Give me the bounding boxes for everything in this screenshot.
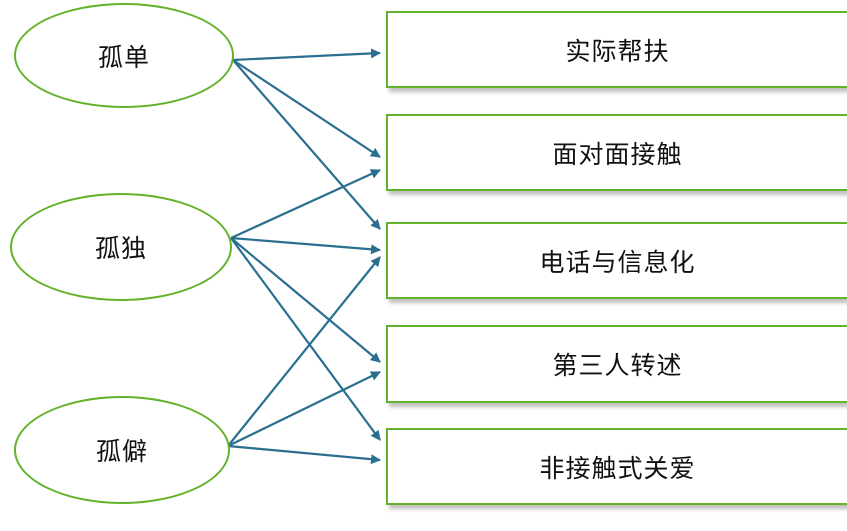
node-gudan-label: 孤单 (97, 42, 150, 72)
node-noncontact: 非接触式关爱 (386, 428, 847, 505)
arrow-gupi-to-third (227, 371, 381, 447)
arrow-gudu-to-third (230, 237, 381, 363)
node-gudu: 孤独 (10, 193, 232, 301)
node-help-label: 实际帮扶 (565, 36, 670, 66)
node-phone-label: 电话与信息化 (539, 247, 696, 277)
node-gudan: 孤单 (14, 3, 234, 108)
node-gudu-label: 孤独 (94, 234, 147, 263)
arrow-gupi-to-noncontact (227, 444, 381, 465)
node-phone: 电话与信息化 (386, 222, 847, 299)
arrow-gudu-to-noncontact (230, 237, 381, 441)
node-third: 第三人转述 (386, 325, 847, 403)
node-face: 面对面接触 (386, 114, 847, 191)
arrow-gudu-to-face (230, 168, 381, 240)
arrow-gudan-to-face (232, 59, 381, 158)
node-face-label: 面对面接触 (552, 139, 683, 169)
node-gupi-label: 孤僻 (95, 437, 148, 466)
arrow-gudan-to-phone (232, 59, 381, 230)
node-noncontact-label: 非接触式关爱 (539, 453, 696, 483)
arrow-gupi-to-phone (227, 256, 381, 447)
node-help: 实际帮扶 (386, 11, 847, 88)
arrow-gudu-to-phone (230, 236, 381, 255)
node-gupi: 孤僻 (14, 396, 230, 504)
arrow-gudan-to-help (232, 48, 381, 62)
node-third-label: 第三人转述 (552, 351, 683, 380)
